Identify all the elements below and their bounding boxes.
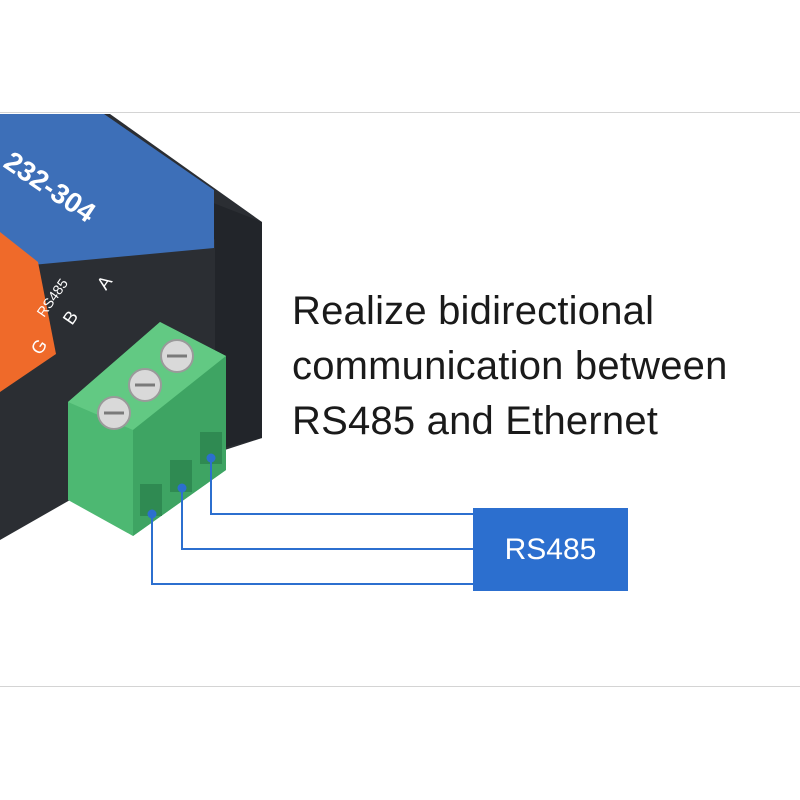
terminal-socket-2 bbox=[170, 460, 192, 492]
terminal-screw-1 bbox=[97, 396, 131, 430]
connection-wires bbox=[151, 458, 474, 585]
terminal-socket-1 bbox=[140, 484, 162, 516]
device-side-shade bbox=[180, 190, 262, 450]
rs485-interface-box: RS485 bbox=[473, 508, 628, 591]
terminal-screw-3 bbox=[160, 339, 194, 373]
wire-dot-3 bbox=[206, 453, 216, 463]
headline-line-3: RS485 and Ethernet bbox=[292, 399, 659, 443]
top-frame-line bbox=[0, 112, 800, 113]
wire-3 bbox=[210, 458, 474, 515]
headline-text: Realize bidirectional communication betw… bbox=[292, 284, 728, 449]
wire-1 bbox=[151, 514, 474, 585]
wire-2 bbox=[181, 488, 474, 550]
wire-dot-2 bbox=[177, 483, 187, 493]
terminal-screw-2 bbox=[128, 368, 162, 402]
bottom-frame-line bbox=[0, 686, 800, 687]
device-orange-strip bbox=[0, 232, 56, 392]
headline-line-2: communication between bbox=[292, 344, 728, 388]
device-blue-panel bbox=[0, 114, 214, 268]
terminal-socket-3 bbox=[200, 432, 222, 464]
rs485-box-label: RS485 bbox=[504, 532, 597, 566]
wire-dot-1 bbox=[147, 509, 157, 519]
headline-line-1: Realize bidirectional bbox=[292, 289, 655, 333]
